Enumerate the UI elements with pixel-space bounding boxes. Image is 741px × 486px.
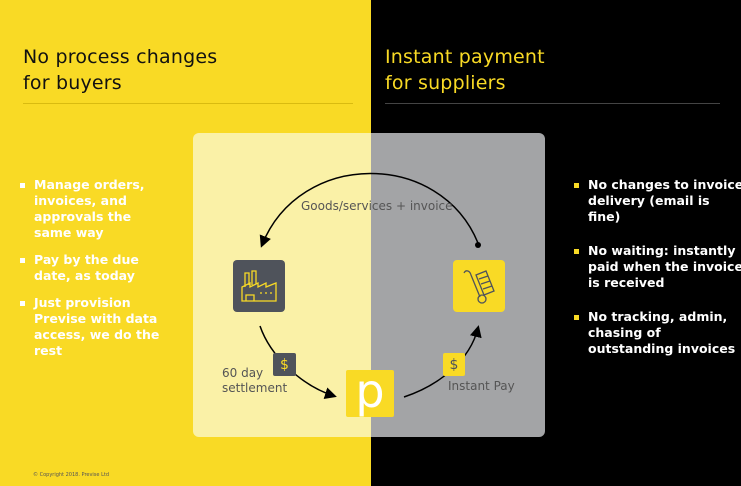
list-item: Pay by the due date, as today (20, 252, 170, 284)
factory-icon (233, 260, 285, 312)
list-item: Just provision Previse with data access,… (20, 295, 170, 359)
hand-truck-icon (453, 260, 505, 312)
settlement-label: 60 day settlement (222, 366, 287, 396)
list-item: No tracking, admin, chasing of outstandi… (574, 309, 741, 357)
suppliers-title-line: Instant payment (385, 46, 545, 68)
goods-arrow (259, 172, 479, 248)
buyers-list: Manage orders, invoices, and approvals t… (20, 177, 170, 370)
copyright: © Copyright 2018. Previse Ltd (33, 472, 110, 478)
list-item: Manage orders, invoices, and approvals t… (20, 177, 170, 241)
logo-letter: p (355, 363, 385, 418)
suppliers-title: Instant payment for suppliers (385, 44, 545, 96)
dollar-sign: $ (280, 356, 289, 373)
dollar-icon: $ (443, 353, 465, 376)
goods-label: Goods/services + invoice (301, 199, 453, 213)
previse-logo: p (346, 363, 394, 418)
list-item: No changes to invoice delivery (email is… (574, 177, 741, 225)
settlement-label-line: settlement (222, 381, 288, 395)
divider (385, 103, 720, 104)
buyers-title: No process changes for buyers (23, 44, 217, 96)
buyers-title-line: No process changes (23, 46, 218, 68)
suppliers-title-line: for suppliers (385, 72, 506, 94)
instant-pay-label: Instant Pay (448, 379, 515, 393)
settlement-label-line: 60 day (222, 366, 264, 380)
buyers-title-line: for buyers (23, 72, 122, 94)
divider (23, 103, 353, 104)
list-item: No waiting: instantly paid when the invo… (574, 243, 741, 291)
suppliers-list: No changes to invoice delivery (email is… (574, 177, 741, 368)
dollar-icon: $ (273, 353, 296, 376)
dollar-sign: $ (449, 356, 459, 373)
